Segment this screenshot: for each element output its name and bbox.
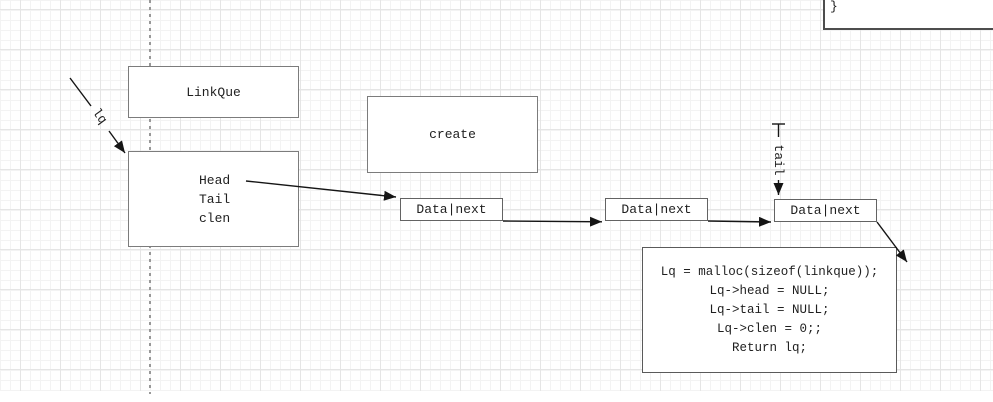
code-line: Lq->tail = NULL; <box>709 302 830 317</box>
code-line: Lq->head = NULL; <box>709 283 830 298</box>
tail-edge-label[interactable]: tail <box>771 144 787 176</box>
node3-out-arrow[interactable] <box>876 221 908 263</box>
code-line: Lq->clen = 0;; <box>716 321 823 336</box>
node1-to-node2-arrow[interactable] <box>502 216 603 227</box>
data-node-3-label: Data|next <box>790 203 861 218</box>
data-node-2[interactable]: Data|next <box>605 198 708 221</box>
data-node-1-label: Data|next <box>416 202 487 217</box>
struct-fields-shape[interactable]: Head Tail clen <box>128 151 299 247</box>
data-node-2-label: Data|next <box>621 202 692 217</box>
linkque-shape[interactable]: LinkQue <box>128 66 299 118</box>
lq-arrow[interactable] <box>108 130 126 154</box>
data-node-3[interactable]: Data|next <box>774 199 877 222</box>
code-line: Lq = malloc(sizeof(linkque)); <box>660 264 879 279</box>
head-to-node1-arrow[interactable] <box>245 180 397 201</box>
node2-to-node3-arrow[interactable] <box>707 216 772 227</box>
struct-field-head: Head <box>199 172 231 188</box>
create-label: create <box>429 127 476 142</box>
struct-field-tail: Tail <box>199 191 231 207</box>
top-right-code-text: } <box>830 0 838 14</box>
code-shape[interactable]: Lq = malloc(sizeof(linkque)); Lq->head =… <box>642 247 897 373</box>
grid-background <box>0 0 993 391</box>
data-node-1[interactable]: Data|next <box>400 198 503 221</box>
create-shape[interactable]: create <box>367 96 538 173</box>
code-line: Return lq; <box>731 340 807 355</box>
top-right-code-box[interactable]: } <box>823 0 993 30</box>
struct-field-clen: clen <box>199 210 231 226</box>
lq-arrow-segment[interactable] <box>69 77 92 107</box>
linkque-label: LinkQue <box>186 84 241 100</box>
